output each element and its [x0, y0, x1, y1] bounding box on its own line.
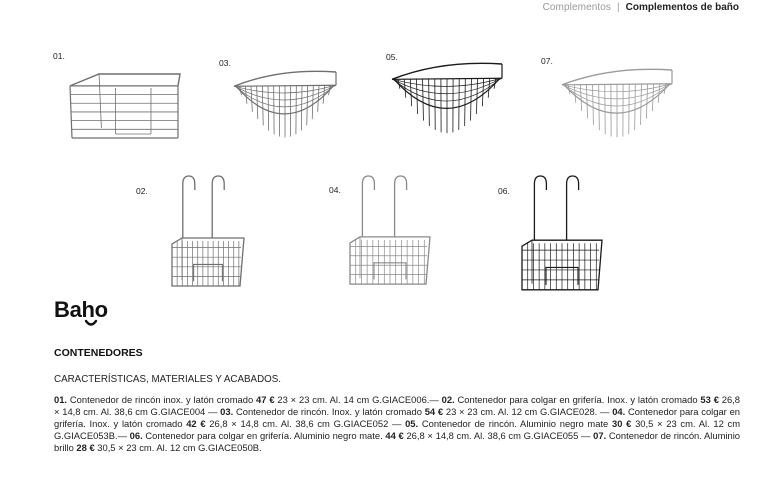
description-emphasis: 02. — [441, 394, 455, 405]
description-text: Contenedor de rincón. Aluminio brillo — [54, 430, 740, 454]
description-text: Contenedor de rincón. Aluminio negro mat… — [418, 418, 612, 430]
product-number-07: 07. — [541, 56, 553, 66]
description-text: 30,5 × 23 cm. Al. 12 cm G.GIACE050B. — [94, 442, 262, 454]
product-image-04 — [349, 175, 431, 285]
header-separator: | — [617, 1, 620, 13]
product-image-02 — [171, 175, 245, 287]
description-emphasis: 05. — [405, 418, 419, 430]
product-image-06 — [521, 175, 603, 291]
description-text: Contenedor para colgar en grifería. Inox… — [454, 394, 701, 405]
product-image-03 — [233, 70, 337, 138]
description-emphasis: 47 € — [256, 394, 275, 405]
section-title: CONTENEDORES — [54, 347, 143, 359]
product-number-01: 01. — [53, 51, 65, 61]
product-number-05: 05. — [386, 52, 398, 62]
product-number-03: 03. — [219, 58, 231, 68]
header-title: Complementos de baño — [625, 1, 739, 13]
product-description: 01. Contenedor de rincón inox. y latón c… — [54, 394, 740, 454]
product-image-07 — [561, 68, 673, 138]
description-text: 26,8 × 14,8 cm. Al. 38,6 cm G.GIACE004 — — [54, 394, 741, 418]
description-emphasis: 42 € — [186, 418, 206, 430]
description-emphasis: 54 € — [424, 406, 444, 418]
product-number-02: 02. — [136, 186, 148, 196]
description-text: Contenedor para colgar en grifería. Inox… — [54, 406, 740, 430]
description-text: 23 × 23 cm. Al. 12 cm G.GIACE028. — — [443, 406, 613, 418]
description-text: Contenedor para colgar en grifería. Alum… — [142, 430, 386, 442]
description-text: 30,5 × 23 cm. Al. 12 cm G.GIACE053B.— — [54, 418, 741, 442]
product-number-06: 06. — [498, 186, 510, 196]
description-emphasis: 28 € — [76, 442, 95, 454]
product-image-01 — [69, 73, 181, 139]
description-text: 23 × 23 cm. Al. 14 cm G.GIACE006.— — [274, 394, 442, 405]
description-emphasis: 30 € — [612, 418, 632, 430]
product-number-04: 04. — [329, 185, 341, 195]
description-text: Contenedor de rincón inox. y latón croma… — [67, 394, 257, 405]
description-emphasis: 03. — [220, 406, 234, 418]
description-emphasis: 07. — [593, 430, 607, 442]
description-text: Contenedor de rincón. Inox. y latón crom… — [233, 406, 425, 418]
brand-logo: Baho — [54, 297, 108, 322]
product-image-05 — [391, 62, 503, 134]
description-emphasis: 04. — [612, 406, 626, 418]
description-emphasis: 06. — [129, 430, 143, 442]
description-emphasis: 53 € — [700, 394, 719, 405]
description-emphasis: 01. — [54, 394, 68, 405]
description-emphasis: 44 € — [385, 430, 404, 442]
header-section: Complementos — [542, 1, 612, 13]
section-subtitle: CARACTERÍSTICAS, MATERIALES Y ACABADOS. — [54, 374, 282, 385]
brand-logo-smile — [84, 319, 98, 326]
page-header: Complementos | Complementos de baño — [543, 0, 739, 14]
description-text: 26,8 × 14,8 cm. Al. 38,6 cm G.GIACE052 — — [205, 418, 406, 430]
description-text: 26,8 × 14,8 cm. Al. 38,6 cm G.GIACE055 — — [403, 430, 594, 442]
